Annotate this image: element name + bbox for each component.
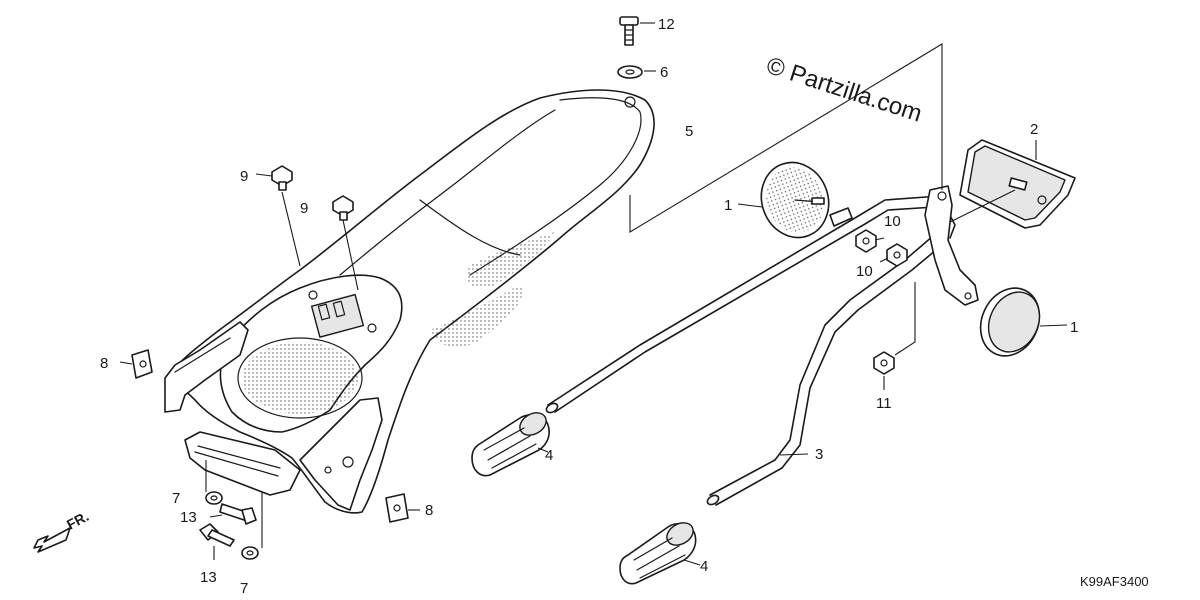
screw-9-a[interactable]	[271, 165, 293, 191]
callout-8-left: 8	[100, 355, 108, 372]
bolt-12[interactable]	[619, 16, 639, 46]
grip-lower[interactable]	[619, 518, 697, 585]
callout-10-b: 10	[856, 263, 873, 280]
callout-11: 11	[876, 395, 892, 412]
callout-2: 2	[1030, 121, 1038, 138]
callout-7-b: 7	[240, 580, 248, 597]
clip-nut-8-right[interactable]	[385, 493, 409, 523]
grab-bar[interactable]	[545, 185, 979, 506]
arrow-down-left-icon	[33, 527, 71, 553]
reflector-right[interactable]	[970, 278, 1050, 365]
nut-10-b[interactable]	[886, 243, 908, 267]
license-light-lens[interactable]	[959, 139, 1076, 229]
nut-10-a[interactable]	[855, 229, 877, 253]
grip-upper[interactable]	[471, 408, 550, 477]
callout-4-a: 4	[545, 447, 553, 464]
screw-9-b[interactable]	[332, 195, 354, 221]
nut-11[interactable]	[873, 351, 895, 375]
callout-1-top: 1	[724, 197, 732, 214]
callout-1-right: 1	[1070, 319, 1078, 336]
collar-7-b[interactable]	[241, 546, 259, 560]
diagram-code: K99AF3400	[1080, 574, 1149, 589]
callout-13-a: 13	[180, 509, 197, 526]
callout-5: 5	[685, 123, 693, 140]
callout-3: 3	[815, 446, 823, 463]
callout-6: 6	[660, 64, 668, 81]
callout-13-b: 13	[200, 569, 217, 586]
callout-12: 12	[658, 16, 675, 33]
leader-lines	[119, 22, 1068, 566]
callout-9-b: 9	[300, 200, 308, 217]
clip-nut-8-left[interactable]	[131, 349, 153, 379]
reflector-top[interactable]	[751, 153, 839, 247]
callout-10-a: 10	[884, 213, 901, 230]
callout-4-b: 4	[700, 558, 708, 575]
collar-7-a[interactable]	[205, 491, 223, 505]
direction-indicator: FR.	[33, 508, 91, 553]
washer-6[interactable]	[617, 65, 643, 79]
bolt-13-a[interactable]	[219, 503, 257, 525]
watermark: © Partzilla.com	[763, 52, 925, 128]
callout-9-a: 9	[240, 168, 248, 185]
rear-fender[interactable]	[164, 89, 655, 514]
callout-7-a: 7	[172, 490, 180, 507]
callout-8-right: 8	[425, 502, 433, 519]
bolt-13-b[interactable]	[199, 523, 235, 547]
